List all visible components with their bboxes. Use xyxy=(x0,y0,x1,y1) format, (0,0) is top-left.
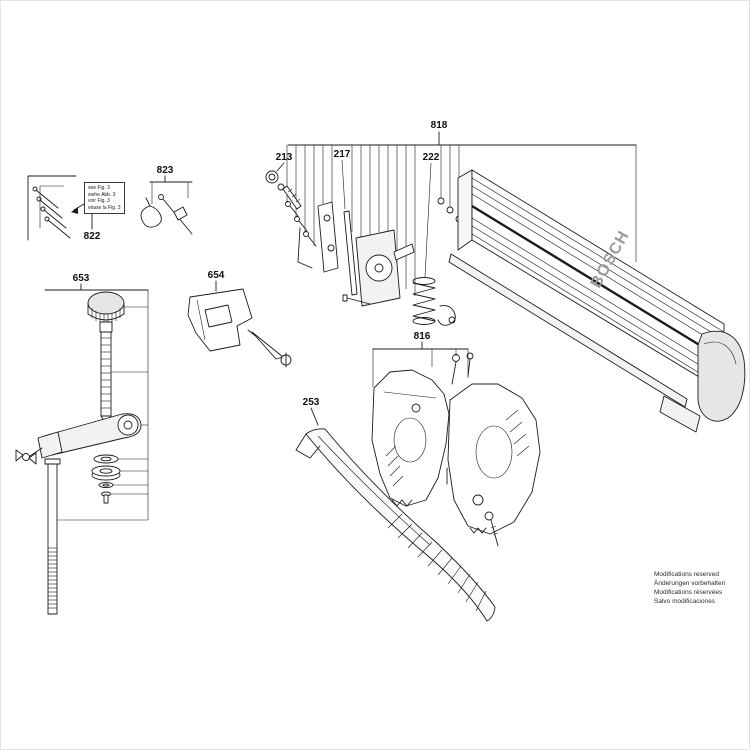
part-213-fasteners xyxy=(265,162,302,210)
part-653-assembly xyxy=(15,283,149,615)
part-222-spring xyxy=(412,162,456,326)
fig-note-line-4: véase la Fig. 3 xyxy=(88,204,121,211)
part-label-213: 213 xyxy=(275,152,293,163)
fig-note-line-1: see Fig. 3 xyxy=(88,185,110,191)
part-label-654: 654 xyxy=(207,270,225,281)
part-label-653: 653 xyxy=(72,273,90,284)
part-label-816: 816 xyxy=(413,331,431,342)
part-654-pointer-plate xyxy=(187,280,292,368)
modification-note-fr: Modifications réservées xyxy=(654,589,723,596)
part-label-253: 253 xyxy=(302,397,320,408)
modification-note-en: Modifications reserved xyxy=(654,571,720,578)
rail-end-cap xyxy=(697,330,746,422)
part-816-holder-assembly xyxy=(371,341,541,547)
fence-clamp-parts xyxy=(285,197,463,307)
part-label-818: 818 xyxy=(430,120,448,131)
fig-reference-note: see Fig. 3 siehe Abb. 3 voir Fig. 3 véas… xyxy=(84,182,125,214)
modification-note-es: Salvo modificaciones xyxy=(654,598,716,605)
part-253-lever-arm xyxy=(295,407,496,622)
part-label-217: 217 xyxy=(333,149,351,160)
fig-note-line-2: siehe Abb. 3 xyxy=(88,191,116,198)
part-822-pins xyxy=(27,175,93,241)
fence-rail: BOSCH xyxy=(448,169,746,433)
part-label-823: 823 xyxy=(156,165,174,176)
part-label-222: 222 xyxy=(422,152,440,163)
modification-notes: Modifications reserved Änderungen vorbeh… xyxy=(654,570,725,606)
modification-note-de: Änderungen vorbehalten xyxy=(654,580,726,587)
callout-217 xyxy=(341,159,346,210)
part-823-clips xyxy=(140,175,193,235)
part-label-822: 822 xyxy=(83,231,101,242)
fig-note-line-3: voir Fig. 3 xyxy=(88,198,110,204)
